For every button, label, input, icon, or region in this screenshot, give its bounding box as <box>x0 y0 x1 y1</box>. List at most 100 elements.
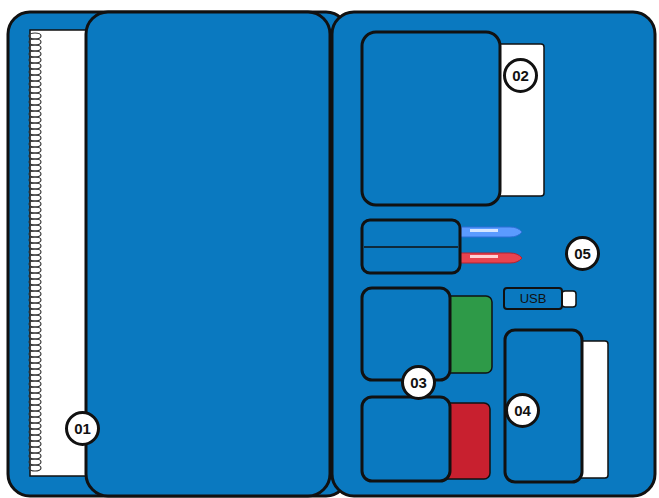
spiral-ring <box>29 183 41 189</box>
spiral-ring <box>29 135 41 141</box>
spiral-ring <box>29 375 41 381</box>
spiral-ring <box>29 465 41 471</box>
callout-number: 05 <box>574 246 591 261</box>
spiral-ring <box>29 99 41 105</box>
usb-connector <box>562 291 576 307</box>
spiral-ring <box>29 309 41 315</box>
spiral-ring <box>29 321 41 327</box>
spiral-ring <box>29 417 41 423</box>
left-panel <box>8 12 348 496</box>
callout-number: 01 <box>74 421 91 436</box>
spiral-ring <box>29 39 41 45</box>
pocket <box>362 32 500 205</box>
spiral-ring <box>29 261 41 267</box>
callout-circle <box>403 367 435 399</box>
spiral-ring <box>29 249 41 255</box>
spiral-ring <box>29 393 41 399</box>
callout-number: 03 <box>401 365 436 400</box>
spiral-ring <box>29 459 41 465</box>
callout-circle <box>505 60 537 92</box>
spiral-ring <box>29 327 41 333</box>
pen-pocket <box>362 220 460 273</box>
spiral-ring <box>29 93 41 99</box>
pen-highlight <box>470 255 498 258</box>
spiral-ring <box>29 303 41 309</box>
spiral-ring <box>29 405 41 411</box>
spiral-ring <box>29 351 41 357</box>
card-pocket <box>362 288 450 380</box>
notebook-spiral <box>29 33 41 471</box>
pocket <box>505 330 582 482</box>
spiral-ring <box>29 69 41 75</box>
spiral-ring <box>29 63 41 69</box>
spiral-ring <box>29 369 41 375</box>
callout-circle <box>567 238 599 270</box>
usb-label: USB <box>520 292 547 305</box>
spiral-ring <box>29 75 41 81</box>
spiral-ring <box>29 357 41 363</box>
spiral-ring <box>29 441 41 447</box>
spiral-ring <box>29 267 41 273</box>
spiral-ring <box>29 435 41 441</box>
callout-number: 04 <box>514 403 531 418</box>
callout-number: 04 <box>505 393 540 428</box>
spiral-ring <box>29 111 41 117</box>
spiral-ring <box>29 105 41 111</box>
spiral-ring <box>29 285 41 291</box>
spiral-ring <box>29 129 41 135</box>
spiral-ring <box>29 231 41 237</box>
spiral-ring <box>29 213 41 219</box>
spiral-ring <box>29 429 41 435</box>
spiral-ring <box>29 141 41 147</box>
spiral-ring <box>29 219 41 225</box>
spiral-ring <box>29 189 41 195</box>
spiral-ring <box>29 57 41 63</box>
usb-body <box>504 288 562 309</box>
callout-circle <box>67 413 99 445</box>
spiral-ring <box>29 195 41 201</box>
spiral-ring <box>29 333 41 339</box>
callout-number: 03 <box>410 375 427 390</box>
spiral-ring <box>29 255 41 261</box>
spiral-ring <box>29 291 41 297</box>
spiral-ring <box>29 381 41 387</box>
callout-circle <box>507 395 539 427</box>
callout-number: 02 <box>503 58 538 93</box>
callout-number: 01 <box>65 411 100 446</box>
spiral-ring <box>29 387 41 393</box>
spiral-ring <box>29 453 41 459</box>
spiral-ring <box>29 243 41 249</box>
right-panel <box>332 12 655 496</box>
card-pocket <box>362 397 450 481</box>
spiral-ring <box>29 447 41 453</box>
spiral-ring <box>29 363 41 369</box>
spiral-ring <box>29 165 41 171</box>
spiral-ring <box>29 153 41 159</box>
pen-highlight <box>470 229 498 232</box>
pocket-seam <box>364 246 458 248</box>
spiral-ring <box>29 225 41 231</box>
spiral-ring <box>29 345 41 351</box>
callout-number: 02 <box>512 68 529 83</box>
spiral-ring <box>29 33 41 39</box>
spiral-ring <box>29 237 41 243</box>
spiral-ring <box>29 279 41 285</box>
spiral-ring <box>29 207 41 213</box>
spiral-ring <box>29 45 41 51</box>
spiral-ring <box>29 339 41 345</box>
spiral-ring <box>29 423 41 429</box>
spiral-ring <box>29 117 41 123</box>
spiral-ring <box>29 171 41 177</box>
red-pen <box>452 253 522 263</box>
spiral-ring <box>29 297 41 303</box>
spiral-ring <box>29 87 41 93</box>
spiral-ring <box>29 411 41 417</box>
spiral-ring <box>29 399 41 405</box>
spiral-ring <box>29 147 41 153</box>
spiral-ring <box>29 159 41 165</box>
usb-stick: USB <box>503 287 563 310</box>
blue-pen <box>452 227 522 237</box>
spiral-ring <box>29 81 41 87</box>
callout-number: 05 <box>565 236 600 271</box>
